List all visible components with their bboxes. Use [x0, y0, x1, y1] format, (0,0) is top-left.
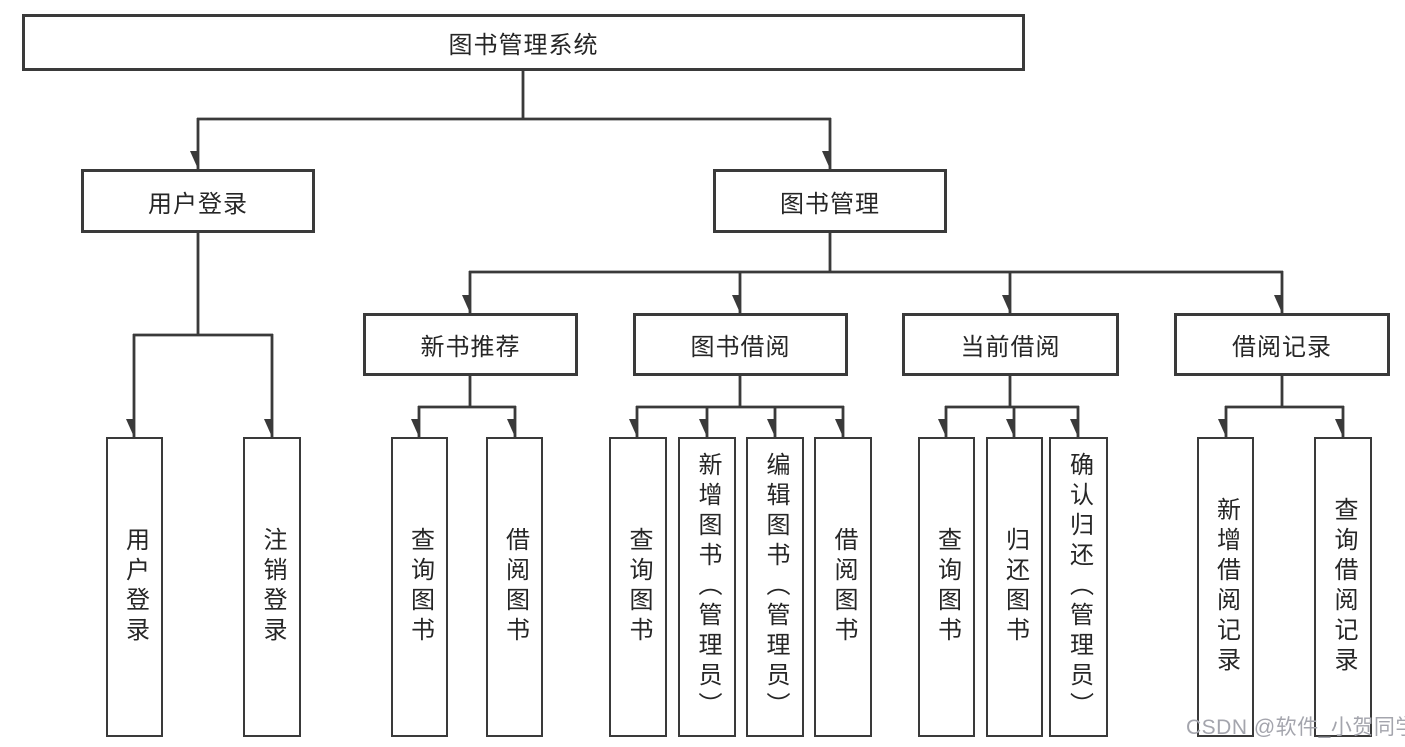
leaf-query-books-borrow: 查询图书	[609, 437, 667, 737]
node-borrow-records: 借阅记录	[1174, 313, 1390, 376]
csdn-watermark: CSDN @软件_小贺同学	[1186, 716, 1405, 739]
node-user-login: 用户登录	[81, 169, 315, 233]
node-book-management: 图书管理	[713, 169, 947, 233]
node-new-book-recommend: 新书推荐	[363, 313, 578, 376]
leaf-edit-books-admin: 编辑图书（管理员）	[746, 437, 804, 737]
leaf-query-books-current: 查询图书	[918, 437, 975, 737]
node-library-system: 图书管理系统	[22, 14, 1025, 71]
leaf-borrow-books-recommend: 借阅图书	[486, 437, 543, 737]
leaf-borrow-books: 借阅图书	[814, 437, 872, 737]
leaf-confirm-return-admin: 确认归还（管理员）	[1049, 437, 1108, 737]
node-book-borrow: 图书借阅	[633, 313, 848, 376]
leaf-query-borrow-record: 查询借阅记录	[1314, 437, 1372, 737]
leaf-query-books-recommend: 查询图书	[391, 437, 448, 737]
leaf-user-login: 用户登录	[106, 437, 163, 737]
leaf-return-books: 归还图书	[986, 437, 1043, 737]
leaf-add-books-admin: 新增图书（管理员）	[678, 437, 736, 737]
leaf-add-borrow-record: 新增借阅记录	[1197, 437, 1254, 737]
node-current-borrow: 当前借阅	[902, 313, 1119, 376]
leaf-logout: 注销登录	[243, 437, 301, 737]
